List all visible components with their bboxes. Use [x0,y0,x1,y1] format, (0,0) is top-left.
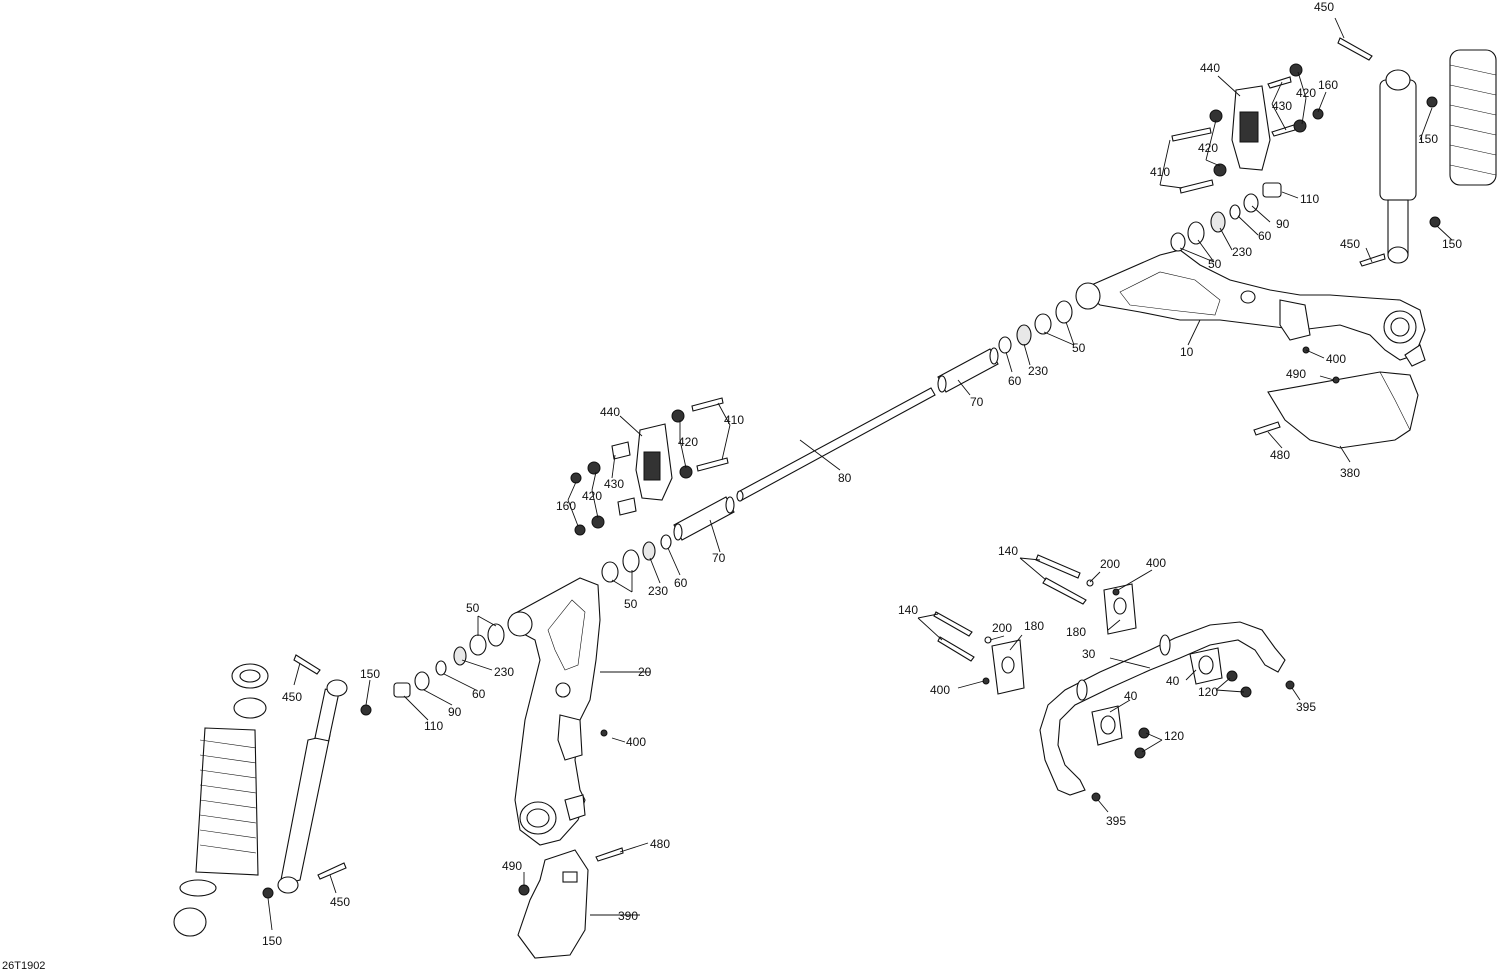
a-arm-10 [1075,249,1426,367]
callout-390: 390 [618,909,638,923]
callout-150: 150 [262,934,282,948]
callout-180: 180 [1024,619,1044,633]
callout-70: 70 [712,551,726,565]
callout-420: 420 [582,489,602,503]
callout-70: 70 [970,395,984,409]
callout-160: 160 [1318,78,1338,92]
bracket-180-left [991,639,1025,695]
guard-390 [517,849,589,959]
shaft-80 [736,387,936,502]
callout-90: 90 [1276,217,1290,231]
callout-200: 200 [992,621,1012,635]
callout-420: 420 [678,435,698,449]
bolts [293,37,1386,880]
callout-40: 40 [1166,674,1180,688]
callout-420: 420 [1198,141,1218,155]
callout-440: 440 [1200,61,1220,75]
bracket-440-upper [1231,85,1271,171]
callout-410: 410 [724,413,744,427]
bushing-40-lower [1091,705,1123,746]
shock-absorber-left [277,679,348,894]
callout-450: 450 [1340,237,1360,251]
callout-20: 20 [638,665,652,679]
callout-140: 140 [898,603,918,617]
callout-110: 110 [1300,192,1319,206]
callout-160: 160 [556,499,576,513]
callout-60: 60 [1008,374,1022,388]
callout-180: 180 [1066,625,1086,639]
bearings-washers [393,182,1282,698]
callout-110: 110 [424,719,443,733]
callout-140: 140 [998,544,1018,558]
callout-395: 395 [1296,700,1316,714]
callout-430: 430 [604,477,624,491]
callout-230: 230 [1028,364,1048,378]
callout-10: 10 [1180,345,1194,359]
guard-380 [1267,371,1419,449]
callout-230: 230 [1232,245,1252,259]
callout-90: 90 [448,705,462,719]
callout-420: 420 [1296,86,1316,100]
callout-60: 60 [472,687,486,701]
shock-absorber-right [1379,69,1417,264]
callout-120: 120 [1198,685,1218,699]
callout-450: 450 [330,895,350,909]
callout-150: 150 [1442,237,1462,251]
callout-400: 400 [1146,556,1166,570]
callout-380: 380 [1340,466,1360,480]
callout-395: 395 [1106,814,1126,828]
callout-410: 410 [1150,165,1170,179]
callout-430: 430 [1272,99,1292,113]
callout-150: 150 [360,667,380,681]
callout-50: 50 [1208,257,1222,271]
callout-30: 30 [1082,647,1096,661]
callout-150: 150 [1418,132,1438,146]
callout-230: 230 [494,665,514,679]
tube-70-upper [937,347,999,393]
callout-440: 440 [600,405,620,419]
callout-480: 480 [1270,448,1290,462]
callout-490: 490 [502,859,522,873]
callout-490: 490 [1286,367,1306,381]
callout-labels: 450 440 430 420 160 150 420 410 110 90 6… [262,0,1462,948]
callout-480: 480 [650,837,670,851]
callout-40: 40 [1124,689,1138,703]
bracket-440-lower [635,423,673,501]
callout-50: 50 [624,597,638,611]
tube-70-lower [673,496,735,541]
callout-50: 50 [1072,341,1086,355]
bushing-40-upper [1189,647,1223,685]
bracket-180-right [1103,583,1137,635]
callout-400: 400 [930,683,950,697]
a-arm-20 [507,577,601,846]
callout-400: 400 [1326,352,1346,366]
callout-230: 230 [648,584,668,598]
callout-450: 450 [1314,0,1334,14]
leader-lines [267,17,1453,931]
callout-200: 200 [1100,557,1120,571]
callout-120: 120 [1164,729,1184,743]
callout-80: 80 [838,471,852,485]
spring-left [173,663,269,937]
diagram-code: 26T1902 [2,960,45,972]
spring-right [1449,49,1497,186]
callout-60: 60 [1258,229,1272,243]
callout-450: 450 [282,690,302,704]
callout-400: 400 [626,735,646,749]
stabilizer-bar-30 [1039,621,1286,796]
nuts [262,63,1441,899]
callout-60: 60 [674,576,688,590]
callout-50: 50 [466,601,480,615]
